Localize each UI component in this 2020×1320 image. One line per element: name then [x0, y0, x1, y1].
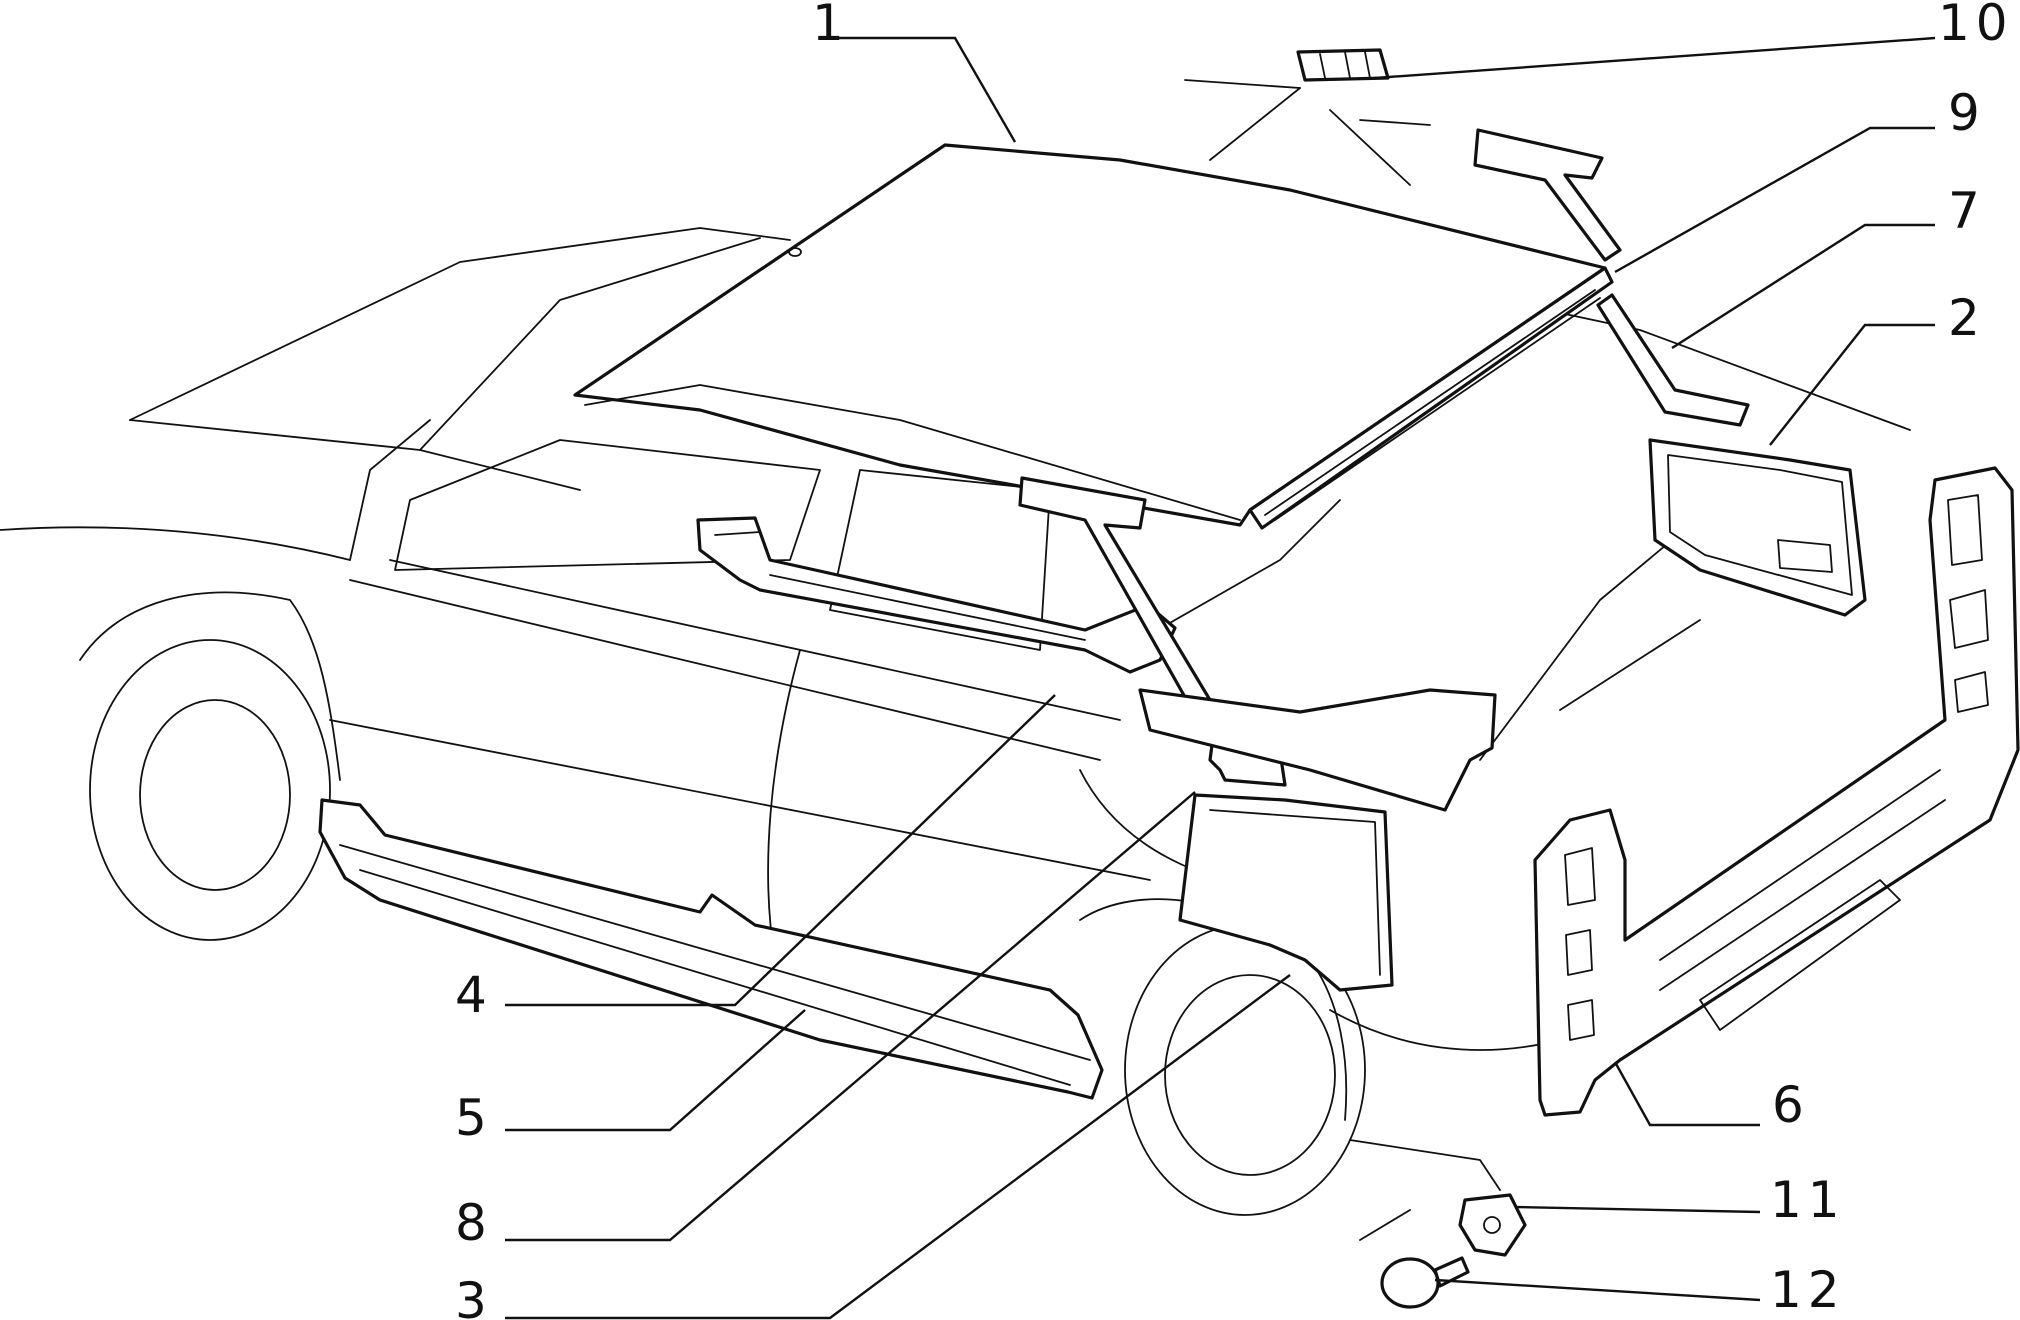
leader-lines [505, 36, 1936, 1320]
callout-11: 11 [1770, 1171, 1846, 1229]
sill-flanges [339, 844, 1091, 1086]
rear-panel-part-6 [1533, 466, 2020, 1117]
callout-7: 7 [1948, 182, 1986, 240]
quarter-frame-inner [1667, 454, 1853, 596]
lower-pillar-part-7 [1596, 293, 1750, 427]
front-wheel-inner [139, 699, 291, 891]
rear-pillar-reinforcement [1473, 128, 1750, 427]
nut-part-11 [1458, 1193, 1527, 1257]
fasteners [1380, 1193, 1527, 1309]
b-pillar-body [1018, 476, 1287, 787]
callout-6: 6 [1772, 1076, 1810, 1134]
leader-9 [1614, 126, 1935, 274]
front-door-edge [349, 419, 431, 561]
c-pillar-line [1139, 499, 1341, 641]
wheel-arch-inner [1209, 809, 1381, 976]
hood-front-line [129, 419, 581, 491]
front-wheel-arch [79, 591, 341, 781]
belt-line [349, 579, 1101, 761]
door-rail-part-4 [696, 516, 1177, 674]
front-wheel-outer [89, 639, 331, 941]
rear-panel-body [1533, 466, 2020, 1117]
roof-panel-body [573, 143, 1607, 527]
callout-labels: 1 2 3 4 5 6 7 8 9 10 11 12 [455, 0, 2014, 1320]
leader-5 [505, 1009, 806, 1132]
clip-part-10-slots [1319, 51, 1371, 79]
roof-panel [573, 143, 1614, 530]
callout-5: 5 [455, 1089, 493, 1147]
leader-4 [505, 694, 1056, 1007]
rear-bumper-line [1329, 1009, 1561, 1051]
sill-body [318, 798, 1104, 1100]
leader-11 [1514, 1205, 1761, 1214]
leader-1 [830, 36, 1017, 143]
door-rail-detail [714, 531, 1086, 641]
rear-panel-left-cutouts [1564, 847, 1596, 1041]
clip-part-10-guide [1184, 79, 1431, 126]
hood-top-line [129, 227, 791, 421]
sill-part-5 [318, 798, 1104, 1100]
quarter-frame-part-2 [1648, 438, 1867, 617]
callout-12: 12 [1770, 1261, 1846, 1319]
b-pillar-part-8 [1018, 476, 1497, 812]
nut-part-11-hole [1483, 1216, 1501, 1234]
roof-edge-inner [584, 384, 1241, 521]
callout-3: 3 [455, 1272, 493, 1320]
quarter-frame-latch [1777, 539, 1833, 573]
floor-line [1349, 1139, 1501, 1191]
front-bumper-line [0, 526, 351, 561]
screw-part-12-head [1380, 1257, 1440, 1309]
clip-part-10-arrow [1209, 87, 1411, 186]
leader-6 [1613, 1061, 1760, 1127]
leader-8 [505, 791, 1196, 1242]
leader-12 [1434, 1278, 1761, 1302]
upper-pillar-part-9 [1473, 128, 1622, 262]
callout-10: 10 [1938, 0, 2014, 52]
rear-panel-ribs [1659, 769, 1946, 991]
leader-2 [1769, 323, 1935, 446]
sill-top-line [329, 719, 1151, 881]
leader-10 [1374, 36, 1936, 80]
callout-1: 1 [812, 0, 850, 52]
rear-wheel-inner [1164, 974, 1336, 1176]
callout-8: 8 [455, 1194, 493, 1252]
leader-3 [505, 974, 1291, 1320]
callout-9: 9 [1948, 84, 1986, 142]
floor-line-2 [1359, 1209, 1411, 1241]
door-divider-line [767, 649, 801, 961]
rear-window [829, 469, 1051, 651]
side-member-body [1138, 688, 1497, 812]
rear-panel-recess [1699, 879, 1901, 1031]
a-pillar-line [419, 237, 761, 451]
hatch-bottom-line [1479, 499, 1721, 761]
roof-hole [788, 247, 802, 257]
rear-panel-right-cutouts [1947, 494, 1989, 713]
door-crease-line [389, 559, 1121, 721]
hatch-crease-line [1559, 619, 1701, 711]
callout-2: 2 [1948, 289, 1986, 347]
callout-4: 4 [455, 966, 493, 1024]
roof-rear-rail-detail [1264, 289, 1601, 521]
clip-part-10 [1184, 48, 1431, 186]
wheel-arch-part-3 [1178, 793, 1394, 992]
clip-part-10-body [1296, 48, 1390, 82]
wheel-arch-outer [1178, 793, 1394, 992]
leader-7 [1671, 223, 1935, 350]
